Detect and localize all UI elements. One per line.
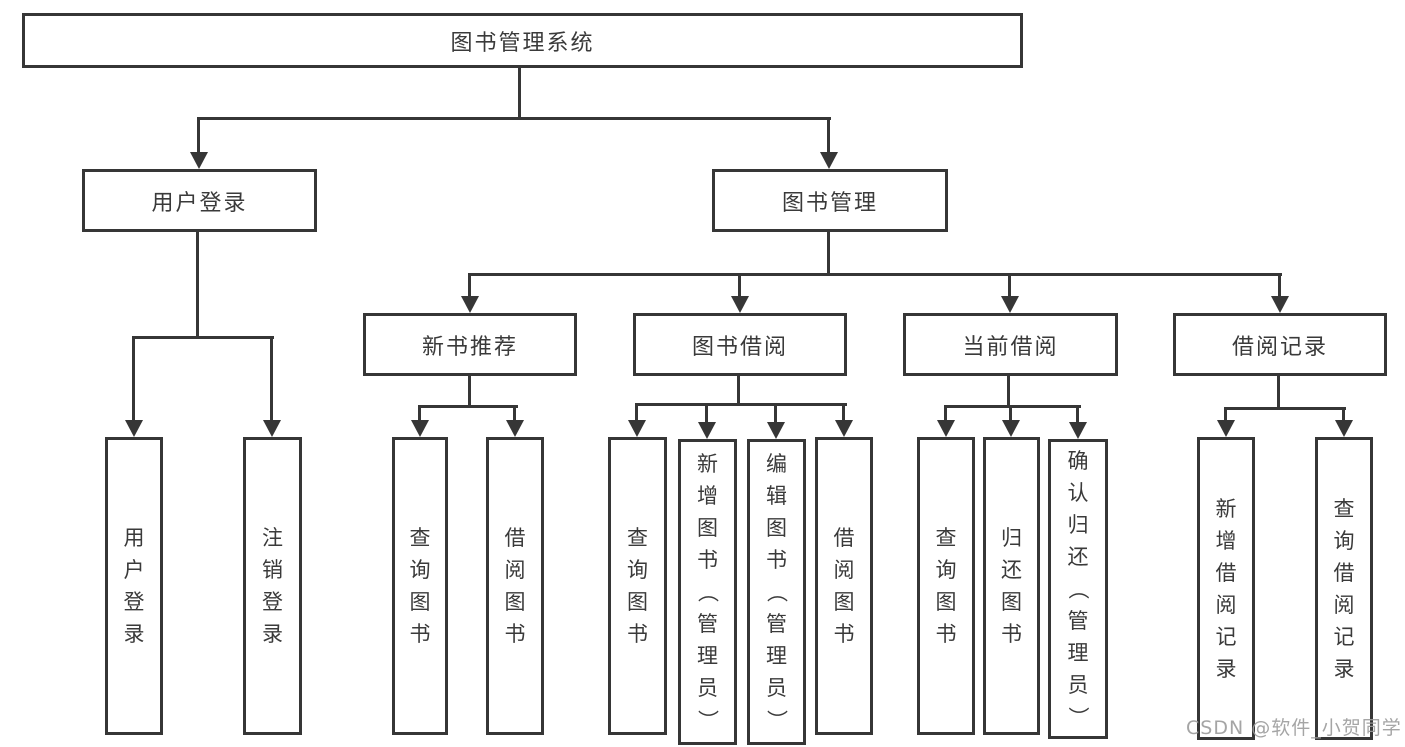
leaf-query-books-current: 查询图书 — [917, 437, 975, 735]
arrowhead — [263, 420, 281, 437]
connector-line — [418, 405, 518, 408]
arrowhead — [1002, 420, 1020, 437]
leaf-borrow-books-recommend: 借阅图书 — [486, 437, 544, 735]
leaf-borrow-books-label: 借阅图书 — [833, 526, 855, 646]
node-book-management: 图书管理 — [712, 169, 948, 232]
leaf-user-login-label: 用户登录 — [123, 526, 145, 646]
connector-line — [132, 336, 274, 339]
connector-line — [197, 120, 200, 154]
arrowhead — [937, 420, 955, 437]
node-book-borrow-label: 图书借阅 — [691, 334, 788, 360]
node-current-borrow: 当前借阅 — [903, 313, 1118, 376]
connector-line — [270, 339, 273, 422]
leaf-query-books-recommend: 查询图书 — [392, 437, 448, 735]
connector-line — [468, 273, 1282, 276]
arrowhead — [1271, 296, 1289, 313]
node-root: 图书管理系统 — [22, 13, 1023, 68]
arrowhead — [190, 152, 208, 169]
leaf-edit-books-admin-label: 编辑图书（管理员） — [764, 452, 789, 731]
connector-line — [842, 406, 845, 422]
leaf-add-borrow-record-label: 新增借阅记录 — [1215, 496, 1237, 681]
arrowhead — [1217, 420, 1235, 437]
connector-line — [635, 403, 847, 406]
leaf-query-books-recommend-label: 查询图书 — [409, 526, 431, 646]
connector-line — [1008, 276, 1011, 298]
connector-line — [1278, 276, 1281, 298]
node-book-borrow: 图书借阅 — [633, 313, 847, 376]
arrowhead — [411, 420, 429, 437]
connector-line — [196, 232, 199, 336]
connector-line — [1224, 407, 1346, 410]
connector-line — [705, 406, 708, 422]
connector-line — [418, 408, 421, 422]
leaf-return-books-label: 归还图书 — [1001, 526, 1022, 646]
node-borrow-records: 借阅记录 — [1173, 313, 1387, 376]
leaf-edit-books-admin: 编辑图书（管理员） — [747, 439, 806, 745]
arrowhead — [820, 152, 838, 169]
node-current-borrow-label: 当前借阅 — [962, 334, 1059, 360]
connector-line — [1342, 410, 1345, 422]
connector-line — [1224, 410, 1227, 422]
leaf-confirm-return-admin-label: 确认归还（管理员） — [1066, 449, 1090, 728]
connector-line — [827, 120, 830, 154]
node-borrow-records-label: 借阅记录 — [1231, 334, 1328, 360]
connector-line — [827, 232, 830, 276]
arrowhead — [1069, 422, 1087, 439]
leaf-query-books-current-label: 查询图书 — [935, 526, 957, 646]
leaf-query-books-borrow-label: 查询图书 — [627, 526, 648, 646]
arrowhead — [628, 420, 646, 437]
arrowhead — [1335, 420, 1353, 437]
leaf-query-books-borrow: 查询图书 — [608, 437, 667, 735]
node-root-label: 图书管理系统 — [450, 30, 595, 56]
connector-line — [738, 276, 741, 298]
arrowhead — [731, 296, 749, 313]
node-new-book-recommend-label: 新书推荐 — [421, 334, 518, 360]
leaf-borrow-books: 借阅图书 — [815, 437, 873, 735]
arrowhead — [506, 420, 524, 437]
connector-line — [468, 376, 471, 408]
leaf-add-books-admin-label: 新增图书（管理员） — [695, 452, 720, 731]
connector-line — [468, 276, 471, 298]
arrowhead — [767, 422, 785, 439]
connector-line — [635, 406, 638, 422]
leaf-logout: 注销登录 — [243, 437, 302, 735]
connector-line — [132, 339, 135, 422]
connector-line — [513, 408, 516, 422]
leaf-confirm-return-admin: 确认归还（管理员） — [1048, 439, 1108, 739]
leaf-query-borrow-record: 查询借阅记录 — [1315, 437, 1373, 740]
connector-line — [774, 406, 777, 422]
connector-line — [944, 408, 947, 422]
leaf-query-borrow-record-label: 查询借阅记录 — [1333, 496, 1355, 681]
connector-line — [518, 68, 521, 118]
leaf-add-books-admin: 新增图书（管理员） — [678, 439, 737, 745]
arrowhead — [1001, 296, 1019, 313]
node-user-login-label: 用户登录 — [151, 190, 248, 216]
node-user-login: 用户登录 — [82, 169, 317, 232]
connector-line — [944, 405, 1081, 408]
leaf-user-login: 用户登录 — [105, 437, 163, 735]
connector-line — [197, 117, 831, 120]
connector-line — [1277, 376, 1280, 410]
arrowhead — [125, 420, 143, 437]
connector-line — [737, 376, 740, 406]
arrowhead — [835, 420, 853, 437]
csdn-watermark: CSDN @软件_小贺同学 — [1186, 717, 1402, 739]
leaf-add-borrow-record: 新增借阅记录 — [1197, 437, 1255, 740]
leaf-return-books: 归还图书 — [983, 437, 1040, 735]
connector-line — [1007, 376, 1010, 408]
connector-line — [1009, 408, 1012, 422]
connector-line — [1076, 408, 1079, 422]
leaf-logout-label: 注销登录 — [262, 526, 283, 646]
arrowhead — [698, 422, 716, 439]
node-new-book-recommend: 新书推荐 — [363, 313, 577, 376]
leaf-borrow-books-recommend-label: 借阅图书 — [504, 526, 526, 646]
node-book-management-label: 图书管理 — [781, 190, 878, 216]
arrowhead — [461, 296, 479, 313]
